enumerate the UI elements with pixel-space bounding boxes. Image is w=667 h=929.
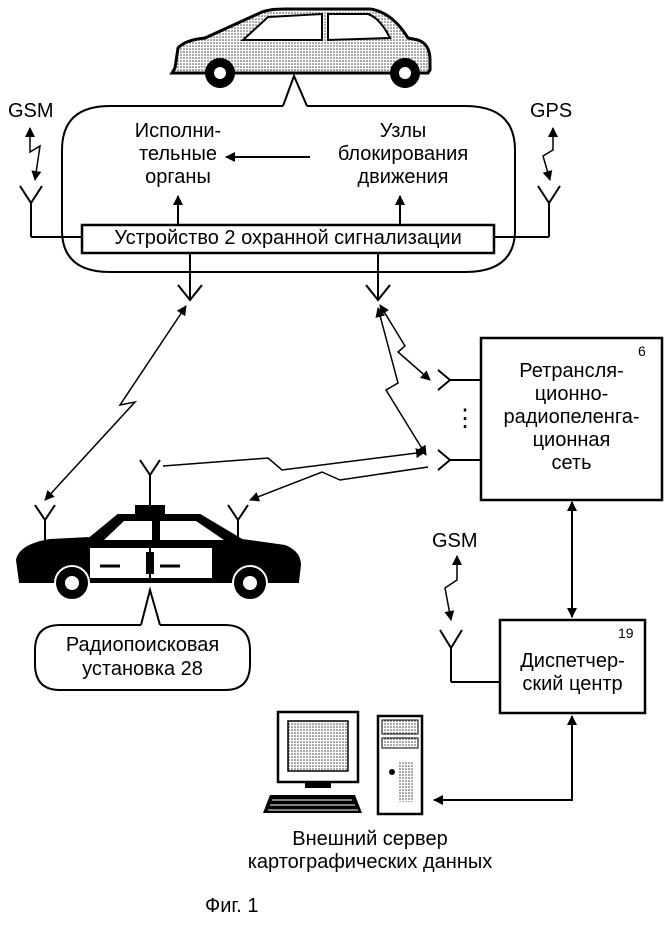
dispatch-line-1: Диспетчер- — [500, 650, 645, 673]
antenna-icon — [438, 370, 481, 390]
radio-search-line-2: установка 28 — [35, 657, 250, 681]
lightning-link-icon — [163, 452, 425, 470]
relay-line-4: ционная — [481, 429, 662, 452]
lightning-link-icon — [378, 308, 426, 455]
arrow-dispatch-server — [434, 716, 572, 800]
figure-caption: Фиг. 1 — [205, 895, 258, 918]
relay-network-number: 6 — [638, 343, 646, 359]
antenna-icon — [366, 253, 390, 300]
computer-monitor-icon — [278, 712, 358, 788]
actuators-label: Исполни- тельные органы — [108, 120, 248, 189]
relay-antennas-ellipsis: ⋮ — [453, 406, 477, 432]
antenna-icon — [494, 186, 560, 237]
lightning-link-icon — [45, 306, 186, 500]
dispatch-number: 19 — [618, 625, 634, 641]
gsm-label-dispatch: GSM — [432, 530, 478, 553]
blocking-units-label: Узлы блокирования движения — [318, 120, 488, 189]
radio-search-line-1: Радиопоисковая — [35, 633, 250, 657]
car-pointer — [283, 76, 307, 106]
dispatch-line-2: ский центр — [500, 673, 645, 696]
alarm-device-label: Устройство 2 охранной сигнализации — [82, 227, 494, 250]
map-server-line-1: Внешний сервер — [215, 828, 525, 851]
antenna-icon — [140, 460, 160, 505]
map-server-line-2: картографических данных — [215, 851, 525, 874]
server-tower-icon — [378, 716, 422, 814]
radio-search-pointer — [141, 590, 160, 625]
antenna-icon — [20, 186, 82, 237]
lightning-link-icon — [30, 128, 40, 180]
gps-label-car: GPS — [530, 100, 572, 123]
map-server-label: Внешний сервер картографических данных — [215, 828, 525, 874]
relay-line-5: сеть — [481, 452, 662, 475]
relay-line-3: радиопеленга- — [481, 406, 662, 429]
actuators-line-1: Исполни- — [108, 120, 248, 143]
actuators-line-2: тельные — [108, 143, 248, 166]
antenna-icon — [178, 253, 202, 300]
lightning-link-icon — [543, 128, 553, 180]
car-icon — [172, 9, 430, 88]
blocking-line-1: Узлы — [318, 120, 488, 143]
keyboard-icon — [263, 795, 362, 813]
antenna-icon — [438, 450, 481, 470]
dispatch-center-label: Диспетчер- ский центр — [500, 650, 645, 696]
lightning-link-icon — [250, 467, 428, 500]
antenna-icon — [440, 630, 500, 682]
antenna-icon — [35, 505, 55, 540]
blocking-line-2: блокирования — [318, 143, 488, 166]
police-car-icon — [17, 505, 300, 600]
relay-line-1: Ретрансля- — [481, 360, 662, 383]
relay-line-2: ционно- — [481, 383, 662, 406]
gsm-label-car: GSM — [8, 100, 54, 123]
blocking-line-3: движения — [318, 166, 488, 189]
lightning-link-icon — [445, 556, 457, 620]
relay-network-label: Ретрансля- ционно- радиопеленга- ционная… — [481, 360, 662, 475]
actuators-line-3: органы — [108, 166, 248, 189]
radio-search-label: Радиопоисковая установка 28 — [35, 633, 250, 681]
